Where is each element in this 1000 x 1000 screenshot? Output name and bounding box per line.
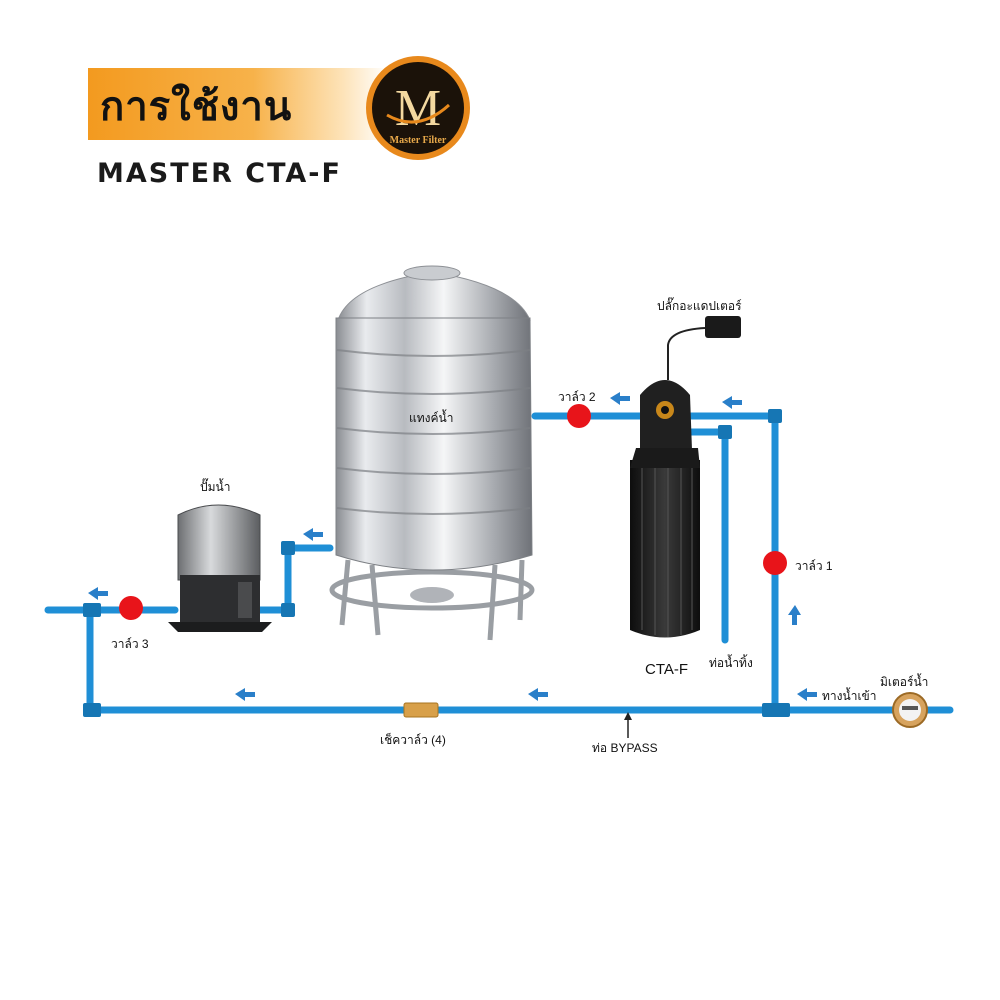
- check-valve: [403, 702, 439, 718]
- valve-2-label: วาล์ว 2: [558, 390, 596, 404]
- flow-arrows: [88, 392, 817, 738]
- flow-arrow-left-icon: [610, 392, 630, 405]
- flow-arrow-up-icon: [788, 605, 801, 625]
- adapter-plug-label: ปลั๊กอะแดปเตอร์: [657, 299, 742, 313]
- water-pump: [168, 504, 272, 632]
- page-title: การใช้งาน: [100, 84, 293, 130]
- flow-arrow-left-icon: [88, 587, 108, 600]
- flow-arrow-left-icon: [528, 688, 548, 701]
- check-valve-label: เช็ควาล์ว (4): [380, 733, 446, 747]
- valve-3-label: วาล์ว 3: [111, 637, 149, 651]
- flow-arrow-left-icon: [797, 688, 817, 701]
- pipe-fittings: [83, 409, 790, 717]
- master-filter-logo: M Master Filter: [366, 56, 470, 160]
- valve-1-label: วาล์ว 1: [795, 559, 833, 573]
- tank-label: แทงค์น้ำ: [409, 411, 454, 425]
- flow-arrow-left-icon: [235, 688, 255, 701]
- svg-text:M: M: [395, 80, 441, 137]
- bypass-label: ท่อ BYPASS: [592, 741, 658, 755]
- pump-label: ปั๊มน้ำ: [200, 480, 231, 494]
- cta-f-filter: [630, 316, 741, 638]
- valve-1: [763, 551, 787, 575]
- page-subtitle: MASTER CTA-F: [97, 158, 342, 189]
- tank-to-pump-pipe: [256, 544, 334, 614]
- filter-label: CTA-F: [645, 661, 689, 678]
- water-meter: [892, 692, 928, 728]
- valve-2: [567, 404, 591, 428]
- valve-3: [119, 596, 143, 620]
- water-inlet-label: ทางน้ำเข้า: [822, 689, 877, 703]
- water-tank: [329, 265, 535, 641]
- drain-pipe-label: ท่อน้ำทิ้ง: [709, 656, 753, 670]
- svg-text:Master Filter: Master Filter: [390, 135, 447, 146]
- flow-arrow-left-icon: [722, 396, 742, 409]
- flow-arrow-left-icon: [303, 528, 323, 541]
- water-meter-label: มิเตอร์น้ำ: [880, 675, 929, 689]
- header-banner: [88, 68, 388, 140]
